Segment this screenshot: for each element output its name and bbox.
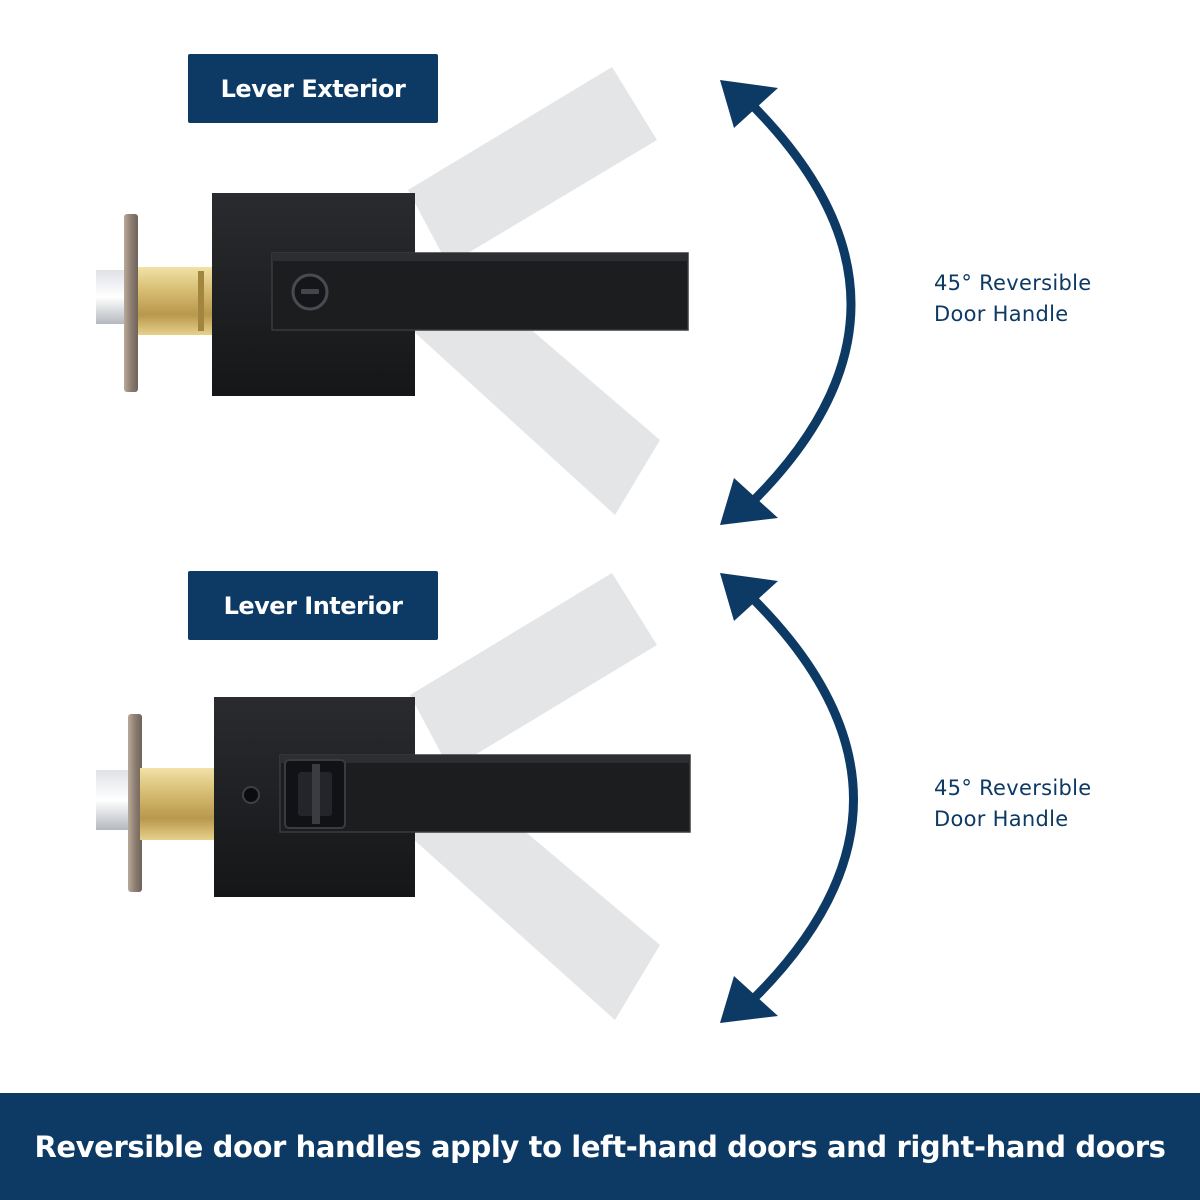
lever-interior-label: Lever Interior bbox=[188, 571, 438, 640]
exterior-lever-assembly bbox=[96, 67, 689, 515]
rotation-caption-line: 45° Reversible bbox=[934, 271, 1092, 295]
rotation-caption-bottom: 45° Reversible Door Handle bbox=[934, 773, 1092, 835]
exterior-latch bbox=[96, 214, 214, 392]
footer-text: Reversible door handles apply to left-ha… bbox=[34, 1129, 1166, 1164]
keyhole-icon bbox=[291, 273, 329, 311]
illustration-canvas bbox=[96, 67, 858, 1023]
interior-latch bbox=[96, 714, 218, 892]
interior-lever-assembly bbox=[96, 573, 691, 1020]
exterior-lever-handle bbox=[271, 252, 689, 331]
rotation-caption-line: Door Handle bbox=[934, 302, 1069, 326]
double-headed-curved-arrow-icon bbox=[720, 573, 858, 1023]
interior-lever-handle bbox=[279, 754, 691, 833]
footer-banner: Reversible door handles apply to left-ha… bbox=[0, 1093, 1200, 1200]
rotation-caption-top: 45° Reversible Door Handle bbox=[934, 268, 1092, 330]
lever-exterior-label: Lever Exterior bbox=[188, 54, 438, 123]
rotation-caption-line: Door Handle bbox=[934, 807, 1069, 831]
rotation-caption-line: 45° Reversible bbox=[934, 776, 1092, 800]
thumb-turn-icon bbox=[284, 759, 346, 829]
double-headed-curved-arrow-icon bbox=[720, 80, 856, 525]
emergency-release-hole-icon bbox=[242, 786, 260, 804]
exterior-ghost-lever-up bbox=[408, 67, 657, 265]
interior-ghost-lever-up bbox=[410, 573, 657, 770]
